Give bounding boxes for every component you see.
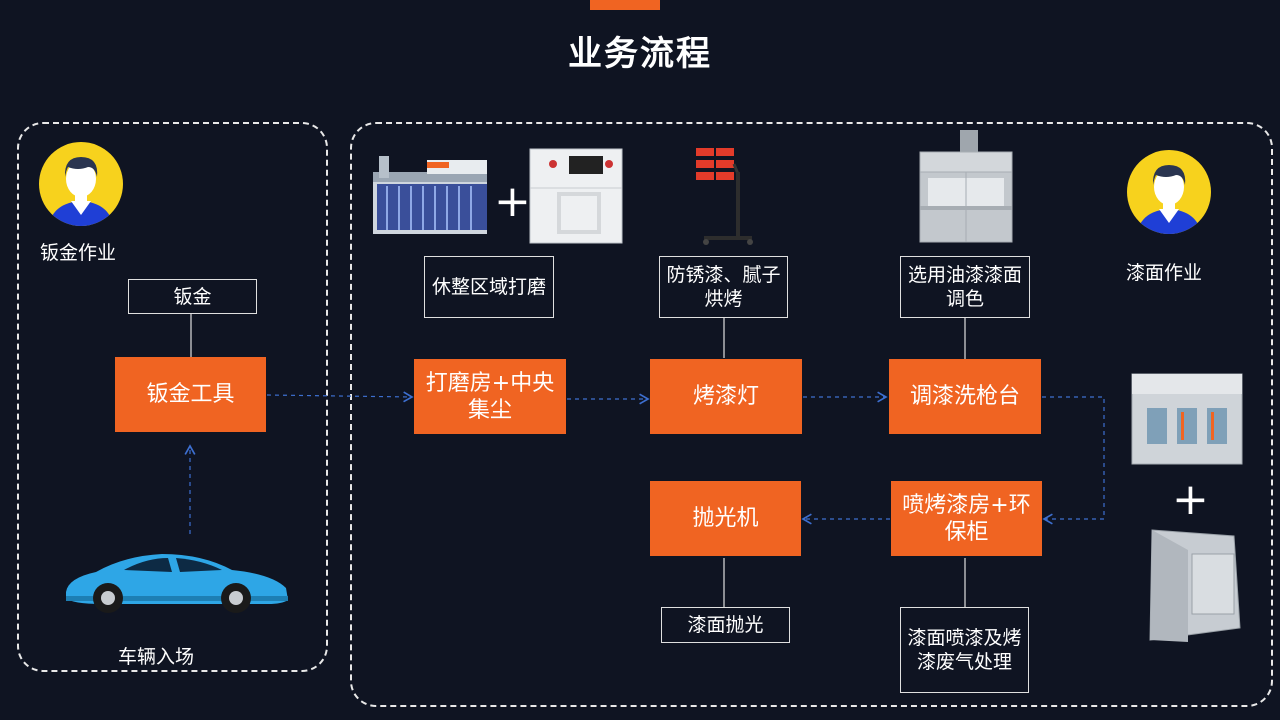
worker-avatar-icon xyxy=(39,142,123,226)
step-baking-lamp: 烤漆灯 xyxy=(650,359,802,434)
mixing-station-image-icon xyxy=(919,130,1013,243)
step-sanding-room: 打磨房+中央集尘 xyxy=(414,359,566,434)
painter-avatar-icon xyxy=(1127,150,1211,234)
note-sanding: 休整区域打磨 xyxy=(424,256,554,318)
step-polisher: 抛光机 xyxy=(650,481,801,556)
baking-lamp-image-icon xyxy=(696,148,753,245)
sanding-room-image-icon xyxy=(373,156,487,234)
spray-booth-image-icon xyxy=(1131,373,1243,465)
sheet-metal-region xyxy=(17,122,328,672)
vehicle-entry-label: 车辆入场 xyxy=(118,646,195,668)
vehicle-icon xyxy=(66,554,288,613)
environmental-cabinet-image-icon xyxy=(1149,529,1241,642)
note-baking: 防锈漆、腻子烘烤 xyxy=(659,256,788,318)
step-spray-booth: 喷烤漆房+环保柜 xyxy=(891,481,1042,556)
note-mixing: 选用油漆漆面调色 xyxy=(900,256,1030,318)
plus-sign-booth: + xyxy=(1172,474,1209,525)
paint-region xyxy=(350,122,1273,707)
page-title: 业务流程 xyxy=(568,34,712,74)
paint-role-label: 漆面作业 xyxy=(1126,262,1203,284)
plus-sign-dust: + xyxy=(494,176,531,227)
top-accent-bar xyxy=(590,0,660,10)
note-sheet-metal: 钣金 xyxy=(128,279,257,314)
dust-collector-image-icon xyxy=(529,148,623,244)
step-mixing-station: 调漆洗枪台 xyxy=(889,359,1041,434)
note-polish: 漆面抛光 xyxy=(661,607,790,643)
note-spray: 漆面喷漆及烤漆废气处理 xyxy=(900,607,1029,693)
step-sheet-metal-tools: 钣金工具 xyxy=(115,357,266,432)
sheet-metal-role-label: 钣金作业 xyxy=(40,242,117,264)
